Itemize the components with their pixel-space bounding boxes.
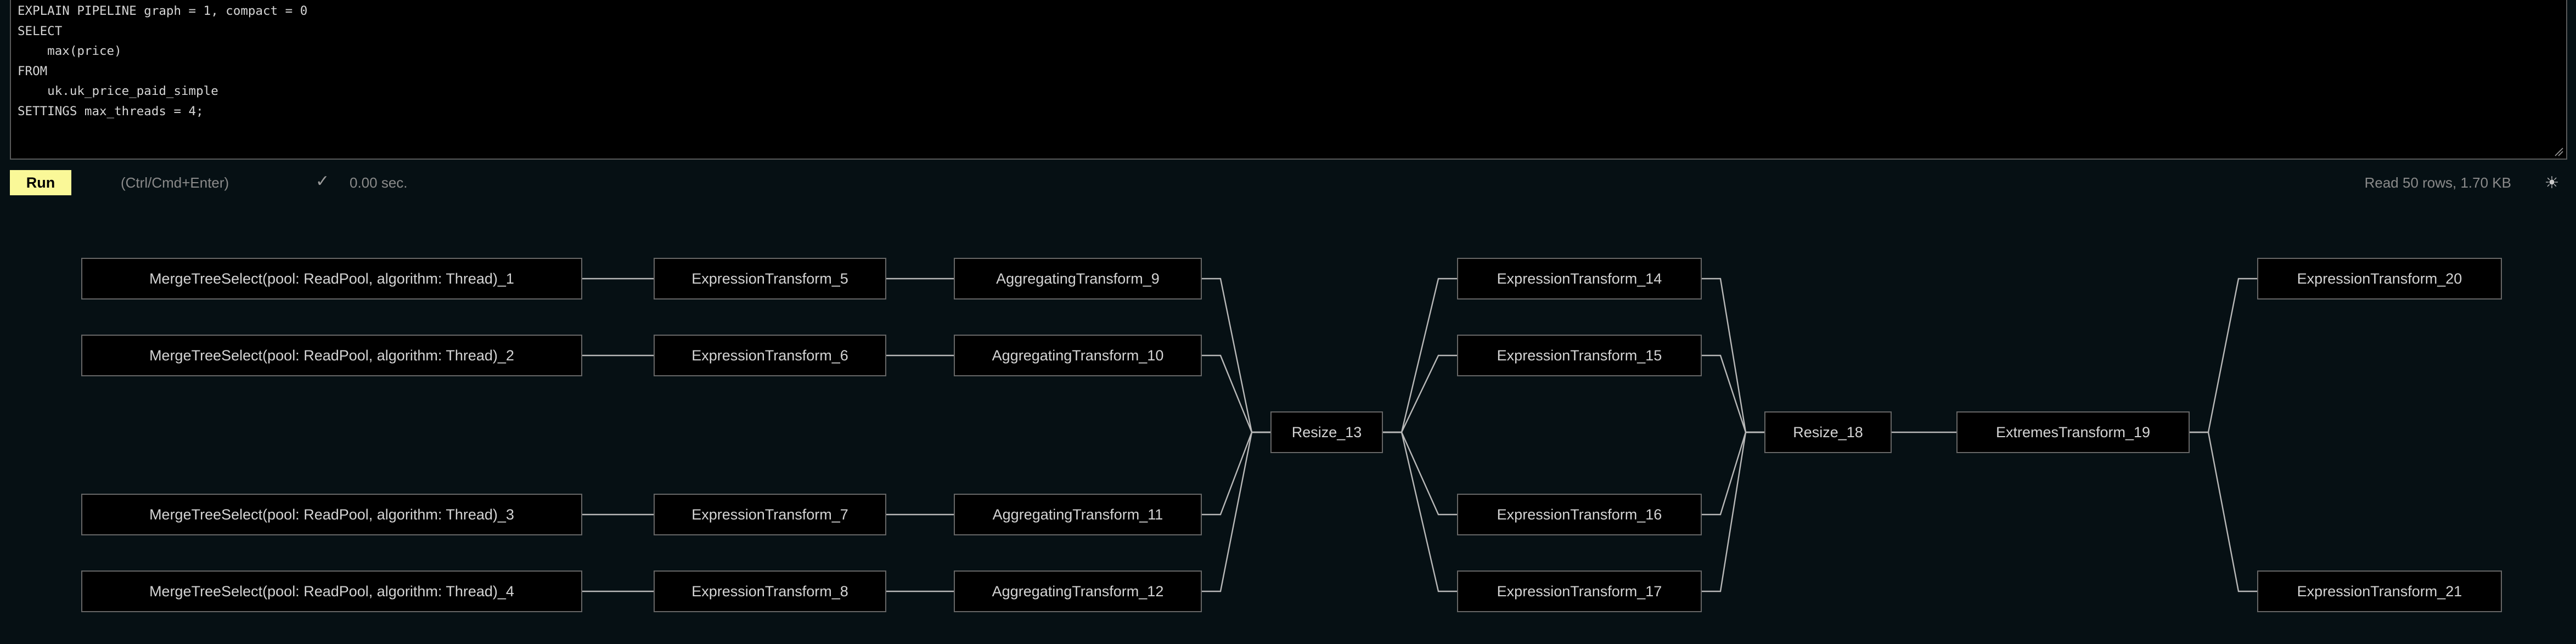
graph-node-et6[interactable]: ExpressionTransform_6 bbox=[654, 335, 886, 376]
graph-edge-rs13-to-et17 bbox=[1383, 431, 1457, 592]
graph-node-label: AggregatingTransform_11 bbox=[992, 506, 1163, 523]
graph-node-et14[interactable]: ExpressionTransform_14 bbox=[1457, 258, 1702, 300]
sun-icon[interactable]: ☀ bbox=[2544, 174, 2560, 192]
pipeline-graph: MergeTreeSelect(pool: ReadPool, algorith… bbox=[0, 202, 2576, 644]
graph-node-agg11[interactable]: AggregatingTransform_11 bbox=[954, 494, 1202, 535]
graph-edge-et15-to-rs18 bbox=[1702, 354, 1764, 433]
graph-node-label: Resize_13 bbox=[1291, 423, 1362, 440]
graph-node-rs13[interactable]: Resize_13 bbox=[1270, 411, 1383, 453]
read-stats: Read 50 rows, 1.70 KB bbox=[2364, 174, 2511, 191]
graph-edge-ext19-to-et20 bbox=[2190, 278, 2257, 433]
run-shortcut-hint: (Ctrl/Cmd+Enter) bbox=[121, 174, 229, 191]
graph-node-label: ExpressionTransform_6 bbox=[691, 347, 848, 364]
graph-node-label: ExpressionTransform_17 bbox=[1497, 583, 1662, 600]
graph-node-label: ExpressionTransform_15 bbox=[1497, 347, 1662, 364]
graph-node-agg9[interactable]: AggregatingTransform_9 bbox=[954, 258, 1202, 300]
sql-editor[interactable]: EXPLAIN PIPELINE graph = 1, compact = 0 … bbox=[10, 0, 2567, 160]
graph-edge-et17-to-rs18 bbox=[1702, 431, 1764, 592]
graph-node-label: MergeTreeSelect(pool: ReadPool, algorith… bbox=[149, 506, 514, 523]
graph-node-label: MergeTreeSelect(pool: ReadPool, algorith… bbox=[149, 583, 514, 600]
elapsed-time: 0.00 sec. bbox=[350, 174, 408, 191]
graph-node-mts2[interactable]: MergeTreeSelect(pool: ReadPool, algorith… bbox=[81, 335, 582, 376]
query-toolbar: Run (Ctrl/Cmd+Enter) ✓ 0.00 sec. Read 50… bbox=[0, 165, 2576, 196]
graph-edge-rs13-to-et16 bbox=[1383, 431, 1457, 516]
sql-editor-text[interactable]: EXPLAIN PIPELINE graph = 1, compact = 0 … bbox=[18, 4, 308, 118]
graph-edge-agg10-to-rs13 bbox=[1202, 354, 1270, 433]
graph-node-et20[interactable]: ExpressionTransform_20 bbox=[2257, 258, 2502, 300]
graph-node-et8[interactable]: ExpressionTransform_8 bbox=[654, 570, 886, 612]
graph-node-label: ExpressionTransform_14 bbox=[1497, 270, 1662, 287]
graph-node-ext19[interactable]: ExtremesTransform_19 bbox=[1956, 411, 2190, 453]
graph-node-label: ExpressionTransform_8 bbox=[691, 583, 848, 600]
graph-node-label: MergeTreeSelect(pool: ReadPool, algorith… bbox=[149, 347, 514, 364]
graph-edge-ext19-to-et21 bbox=[2190, 431, 2257, 592]
graph-edge-rs13-to-et15 bbox=[1383, 354, 1457, 433]
graph-node-mts1[interactable]: MergeTreeSelect(pool: ReadPool, algorith… bbox=[81, 258, 582, 300]
graph-edge-agg12-to-rs13 bbox=[1202, 431, 1270, 592]
graph-node-et15[interactable]: ExpressionTransform_15 bbox=[1457, 335, 1702, 376]
graph-node-label: MergeTreeSelect(pool: ReadPool, algorith… bbox=[149, 270, 514, 287]
success-check-icon: ✓ bbox=[316, 172, 330, 190]
graph-node-label: ExpressionTransform_5 bbox=[691, 270, 848, 287]
graph-node-agg10[interactable]: AggregatingTransform_10 bbox=[954, 335, 1202, 376]
graph-node-rs18[interactable]: Resize_18 bbox=[1764, 411, 1892, 453]
graph-edges bbox=[582, 278, 2257, 592]
graph-edge-agg11-to-rs13 bbox=[1202, 431, 1270, 516]
graph-node-label: AggregatingTransform_10 bbox=[992, 347, 1164, 364]
graph-node-et7[interactable]: ExpressionTransform_7 bbox=[654, 494, 886, 535]
graph-node-label: ExtremesTransform_19 bbox=[1995, 423, 2151, 440]
resize-grip-icon[interactable] bbox=[2552, 145, 2564, 157]
graph-node-et16[interactable]: ExpressionTransform_16 bbox=[1457, 494, 1702, 535]
graph-node-et5[interactable]: ExpressionTransform_5 bbox=[654, 258, 886, 300]
graph-node-mts4[interactable]: MergeTreeSelect(pool: ReadPool, algorith… bbox=[81, 570, 582, 612]
graph-node-label: Resize_18 bbox=[1793, 423, 1863, 440]
graph-node-label: ExpressionTransform_16 bbox=[1497, 506, 1662, 523]
graph-node-label: AggregatingTransform_9 bbox=[996, 270, 1160, 287]
graph-node-et21[interactable]: ExpressionTransform_21 bbox=[2257, 570, 2502, 612]
run-button[interactable]: Run bbox=[10, 170, 71, 195]
graph-edge-et16-to-rs18 bbox=[1702, 431, 1764, 516]
graph-node-et17[interactable]: ExpressionTransform_17 bbox=[1457, 570, 1702, 612]
graph-node-label: ExpressionTransform_20 bbox=[2297, 270, 2462, 287]
graph-node-agg12[interactable]: AggregatingTransform_12 bbox=[954, 570, 1202, 612]
graph-node-label: ExpressionTransform_7 bbox=[691, 506, 848, 523]
graph-node-label: AggregatingTransform_12 bbox=[992, 583, 1164, 600]
graph-node-label: ExpressionTransform_21 bbox=[2297, 583, 2462, 600]
graph-node-mts3[interactable]: MergeTreeSelect(pool: ReadPool, algorith… bbox=[81, 494, 582, 535]
